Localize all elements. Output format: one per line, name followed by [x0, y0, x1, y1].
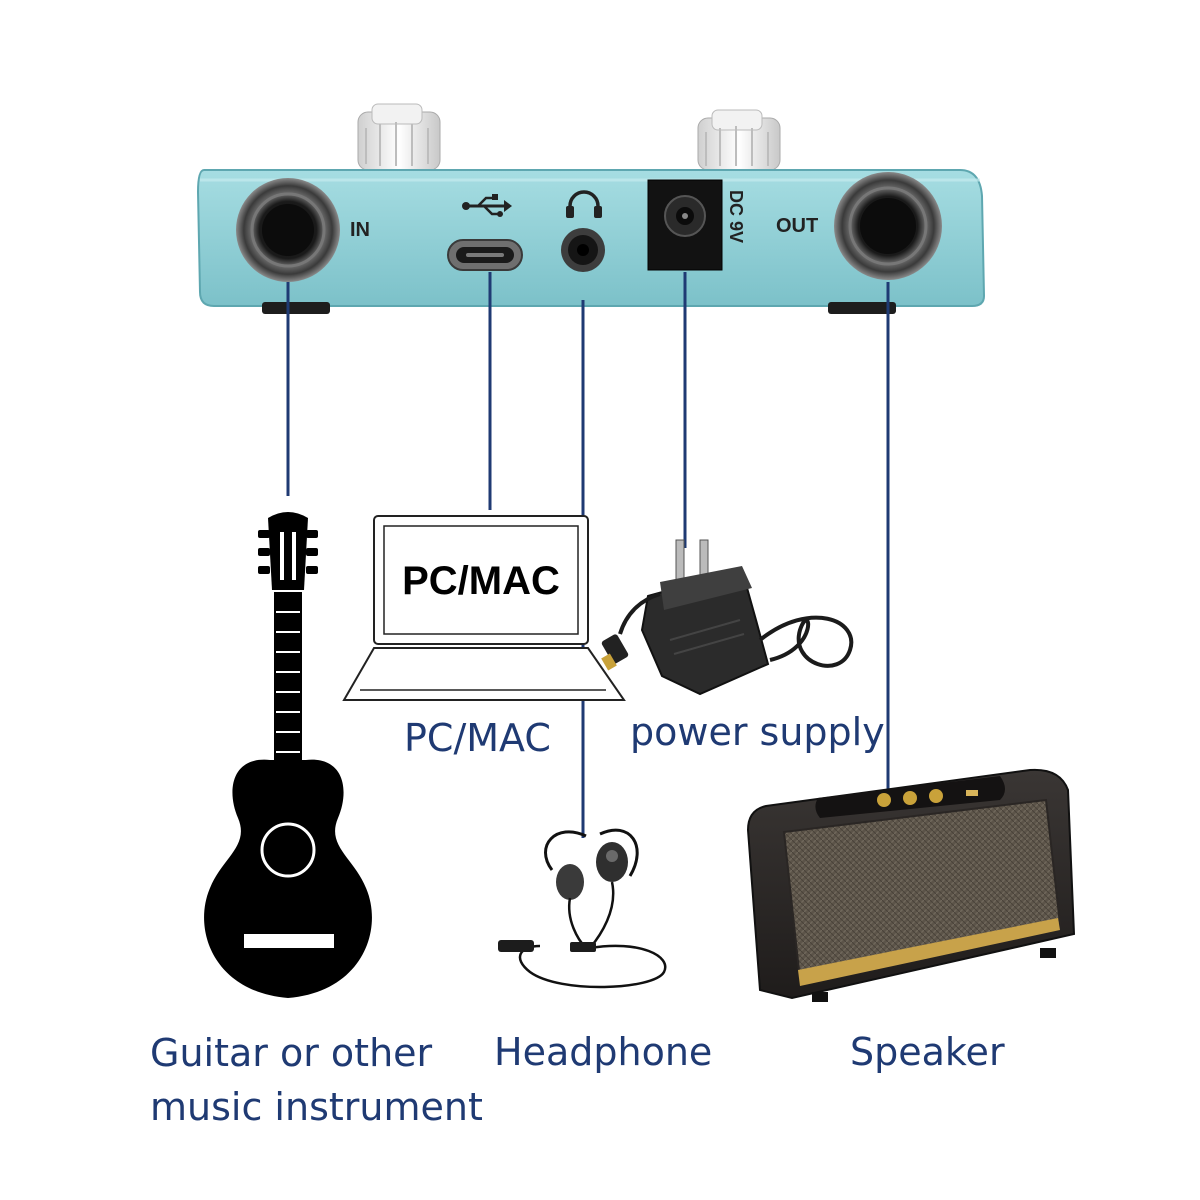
- knob-left[interactable]: [357, 103, 441, 171]
- usb-icon: [462, 194, 512, 217]
- guitar-icon: [204, 512, 372, 998]
- laptop-icon: PC/MAC: [342, 515, 626, 701]
- headphone-port[interactable]: [561, 228, 605, 272]
- earphones-icon: [498, 828, 667, 989]
- pedal-device: IN: [196, 103, 986, 314]
- speaker-icon: [746, 768, 1076, 1002]
- label-power-supply: power supply: [630, 710, 885, 754]
- label-headphone: Headphone: [494, 1030, 713, 1074]
- knob-right[interactable]: [697, 109, 781, 171]
- label-instrument-line2: music instrument: [150, 1085, 483, 1129]
- pedal-foot-right: [828, 302, 896, 314]
- output-jack-label: OUT: [776, 215, 818, 237]
- input-jack-label: IN: [350, 219, 370, 241]
- dc-power-port[interactable]: [647, 179, 723, 271]
- label-instrument: Guitar or other music instrument: [150, 1026, 483, 1134]
- label-instrument-line1: Guitar or other: [150, 1031, 433, 1075]
- headphone-icon: [566, 190, 602, 218]
- usb-c-port[interactable]: [447, 239, 523, 271]
- label-speaker: Speaker: [850, 1030, 1005, 1074]
- output-jack[interactable]: [834, 172, 942, 280]
- input-jack[interactable]: [236, 178, 340, 282]
- laptop-screen-text: PC/MAC: [402, 559, 560, 603]
- label-pc-mac: PC/MAC: [404, 716, 551, 760]
- power-adapter-icon: [601, 539, 854, 696]
- dc-label: DC 9V: [726, 190, 746, 243]
- pedal-foot-left: [262, 302, 330, 314]
